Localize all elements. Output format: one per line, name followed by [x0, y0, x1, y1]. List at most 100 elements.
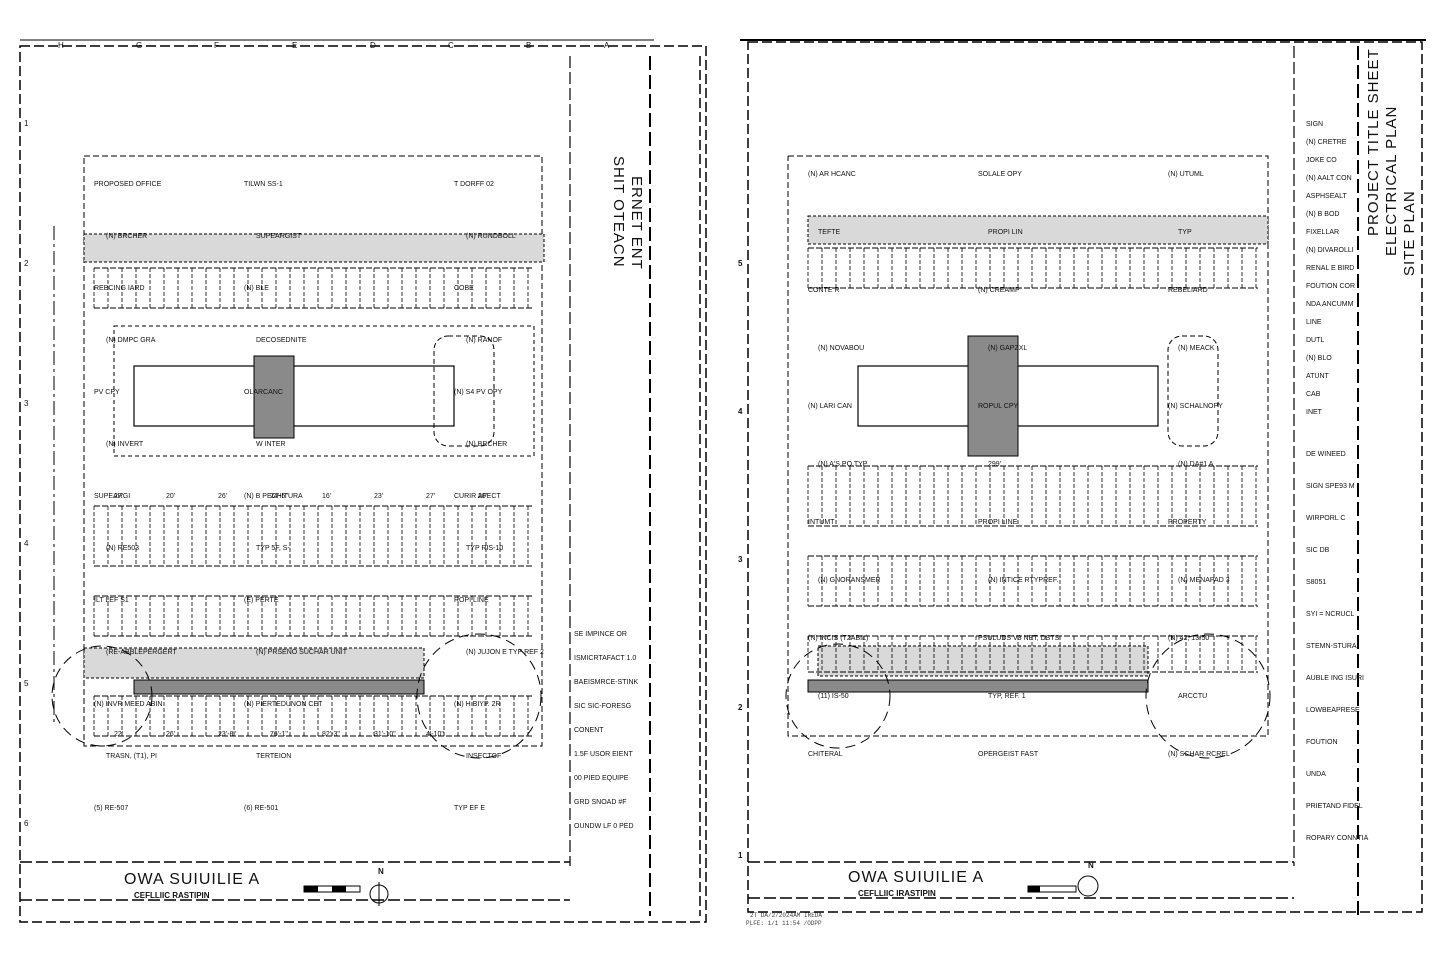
note-line: UNDA — [1306, 771, 1326, 778]
annotation-label: CHITERAL — [808, 751, 843, 758]
legend-item: INET — [1306, 409, 1323, 416]
legend-item: NDA ANCUMM — [1306, 301, 1354, 308]
annotation-label: ROPI LINE — [454, 597, 489, 604]
legend-item: RENAL E BIRD — [1306, 265, 1354, 272]
note-line: 00 PIED EQUIPE — [574, 775, 629, 782]
annotation-label: PSULUDS V3 NET, DSTS — [978, 635, 1060, 642]
annotation-label: (11) IS-50 — [818, 693, 849, 700]
annotation-label: TYP — [1178, 229, 1192, 236]
annotation-label: (N) MEACK — [1178, 345, 1215, 352]
annotation-label: CURIR AFECT — [454, 493, 501, 500]
legend-item: CAB — [1306, 391, 1321, 398]
annotation-label: (N) RUNDBOLL — [466, 233, 516, 240]
annotation-label: TRASN, (T1), PI — [106, 753, 157, 760]
annotation-label: (N) PIERTEDUNON CET — [244, 701, 323, 708]
grid-letter: H — [58, 41, 64, 50]
north-label: N — [1088, 861, 1094, 870]
grid-letter: B — [526, 41, 531, 50]
annotation-label: (N) PRSENO SUCHAR UNIT — [256, 649, 348, 656]
note-line: PRIETAND FIDEL — [1306, 803, 1363, 810]
annotation-label: (N) BRCHER — [106, 233, 147, 240]
annotation-label: (N) LARI CAN — [808, 403, 852, 410]
note-line: FOUTION — [1306, 739, 1338, 746]
annotation-label: (N) AR HCANC — [808, 171, 856, 178]
title-block-vertical-1: SHIT OTEACN — [610, 156, 627, 268]
annotation-label: TYP EF E — [454, 805, 485, 812]
grid-letter: E — [292, 41, 297, 50]
annotation-label: (N) DMPC GRA — [106, 337, 156, 344]
dimension-label: 31'-10" — [374, 731, 396, 738]
annotation-label: (N) SCHAR RCREL — [1168, 751, 1230, 758]
annotation-label: TERTEION — [256, 753, 291, 760]
dimension-label: 23'-8" — [218, 731, 236, 738]
grid-number: 4 — [24, 539, 29, 548]
annotation-label: INTUMT — [808, 519, 835, 526]
grid-letter: F — [214, 41, 219, 50]
annotation-label: (N) INCIS (T2ABIL) — [808, 635, 868, 642]
annotation-label: (N) B PECHITURA — [244, 493, 303, 500]
dimension-label: 20' — [478, 493, 487, 500]
annotation-label: (N) UTUML — [1168, 171, 1204, 178]
annotation-label: (N) DA#1 A — [1178, 461, 1214, 468]
right-drawing-sheet: PROJECT TITLE SHEET ELECTRICAL PLAN SITE… — [738, 36, 1426, 926]
annotation-label: SUPEARGI — [94, 493, 130, 500]
grid-number: 2 — [24, 259, 29, 268]
note-line: WIRPORL C — [1306, 515, 1345, 522]
annotation-label: (6) RE-501 — [244, 805, 278, 812]
dimension-label: 23' — [374, 493, 383, 500]
annotation-label: (N) CREAMP — [978, 287, 1020, 294]
note-line: LOWBEAPRESE — [1306, 707, 1360, 714]
note-line: SYI = NCRUCL — [1306, 611, 1355, 618]
annotation-label: PROPERTY — [1168, 519, 1207, 526]
annotation-label: TYP 5F, S- — [256, 545, 290, 552]
note-line: S8051 — [1306, 579, 1326, 586]
drawing-subtitle: CEFLLIIC IRASTIPIN — [858, 889, 936, 898]
legend-item: (N) DIVAROLLI — [1306, 247, 1354, 254]
pv-array-rows — [93, 267, 534, 737]
annotation-label: DECOSEDNITE — [256, 337, 307, 344]
annotation-label: (N) RANOF — [466, 337, 502, 344]
dimension-label: 27' — [426, 493, 435, 500]
dimension-label: 20' — [166, 493, 175, 500]
annotation-label: (N) A'S PO TYP — [818, 461, 868, 468]
legend-item: DUTL — [1306, 337, 1324, 344]
annotation-label: ARCCTU — [1178, 693, 1207, 700]
annotation-label: SUPEARGIST — [256, 233, 302, 240]
grid-number: 1 — [24, 119, 29, 128]
annotation-label: TYP RIS-10 — [466, 545, 503, 552]
annotation-label: ROPUL CPY — [978, 403, 1019, 410]
note-line: OUNDW LF 0 PED — [574, 823, 634, 830]
annotation-label: (N) INTICE RTYPREF. — [988, 577, 1058, 584]
note-line: STEMN-STURA — [1306, 643, 1357, 650]
annotation-label: (N) GNORANSMER — [818, 577, 881, 584]
grid-number: 5 — [738, 259, 743, 268]
legend-item: (N) CRETRE — [1306, 139, 1347, 146]
annotation-label: PROPOSED OFFICE — [94, 181, 162, 188]
annotation-label: (N) BLE — [244, 285, 269, 292]
note-line: AUBLE ING ISURI — [1306, 675, 1364, 682]
annotation-label: COBE — [454, 285, 474, 292]
annotation-label: (N) MENAPAD 3 — [1178, 577, 1230, 584]
grid-number: 3 — [24, 399, 29, 408]
annotation-label: TYP, REF. 1 — [988, 693, 1026, 700]
grid-number: 1 — [738, 851, 743, 860]
drawing-subtitle: CEFLLIIC RASTIPIN — [134, 891, 210, 900]
dimension-label: 26' — [218, 493, 227, 500]
annotation-label: (N) SCHALNOPY — [1168, 403, 1223, 410]
grid-letter: C — [448, 41, 454, 50]
right-site-plan-drawing: PROJECT TITLE SHEET ELECTRICAL PLAN SITE… — [738, 39, 1426, 916]
note-line: DE WINEED — [1306, 451, 1346, 458]
annotation-label: PROPI LIN — [988, 229, 1023, 236]
annotation-label: INSECTOF — [466, 753, 501, 760]
plot-date-stamp: 2T DA/2/2024AM — [750, 912, 801, 919]
annotation-label: REBELIARD — [1168, 287, 1208, 294]
legend-item: (N) B BOD — [1306, 211, 1339, 218]
annotation-label: PV CPY — [94, 389, 120, 396]
drawing-title: OWA SUIUILIE A — [124, 871, 260, 888]
annotation-label: CONTE R — [808, 287, 840, 294]
